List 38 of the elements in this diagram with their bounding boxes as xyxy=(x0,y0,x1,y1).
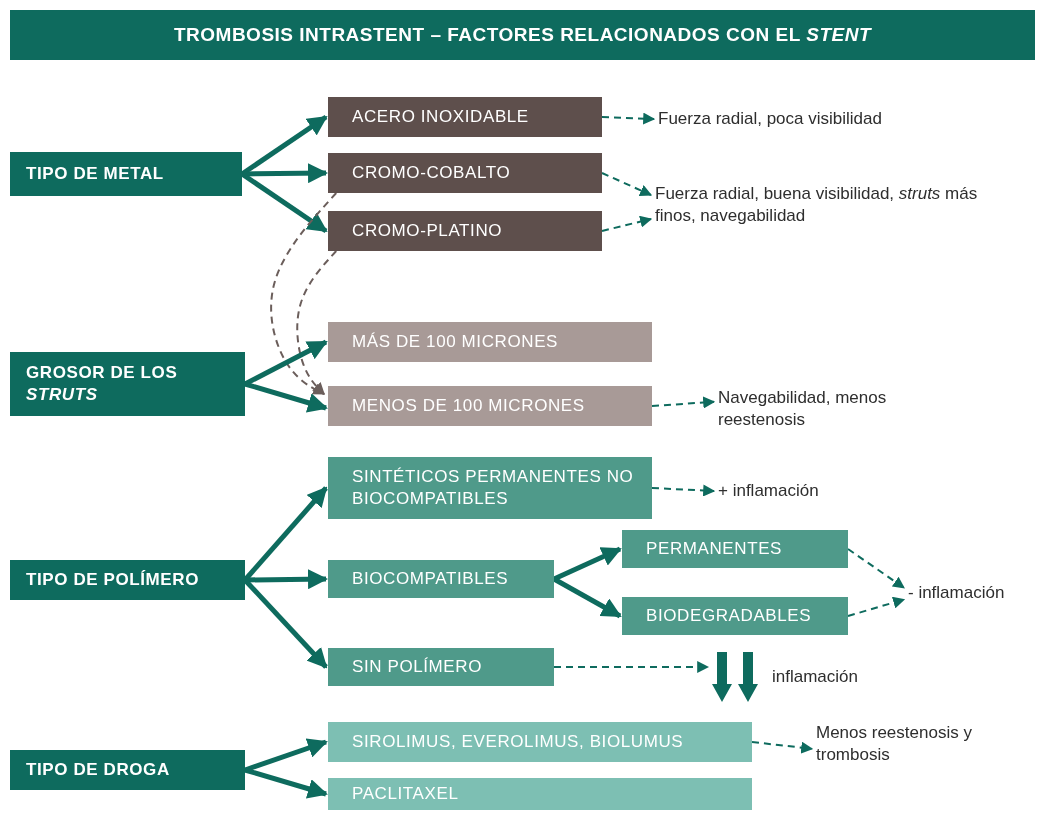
category-box: TIPO DE POLÍMERO xyxy=(10,560,245,600)
category-box: TIPO DE DROGA xyxy=(10,750,245,790)
category-box: TIPO DE METAL xyxy=(10,152,242,196)
outcome-text: - inflamación xyxy=(908,580,1045,606)
polymer-box: SIN POLÍMERO xyxy=(328,648,554,686)
dashed-arrow xyxy=(651,484,716,497)
outcome-text: Menos reestenosis y trombosis xyxy=(816,720,1036,768)
dashed-arrow xyxy=(601,215,653,232)
dashed-arrow xyxy=(270,192,338,395)
thickness-box: MENOS DE 100 MICRONES xyxy=(328,386,652,426)
dashed-arrow xyxy=(553,661,710,673)
material-box: CROMO-COBALTO xyxy=(328,153,602,193)
material-box: CROMO-PLATINO xyxy=(328,211,602,251)
outcome-text: + inflamación xyxy=(718,478,888,504)
dashed-arrow xyxy=(296,250,338,395)
drug-box: PACLITAXEL xyxy=(328,778,752,810)
title-banner: TROMBOSIS INTRASTENT – FACTORES RELACIONADOS CON EL STENT xyxy=(10,10,1035,60)
drug-box: SIROLIMUS, EVEROLIMUS, BIOLUMUS xyxy=(328,722,752,762)
category-box: GROSOR DE LOS STRUTS xyxy=(10,352,245,416)
dashed-arrow xyxy=(601,172,653,197)
dashed-arrow xyxy=(601,112,656,125)
arrow xyxy=(244,767,328,799)
polymer-box: SINTÉTICOS PERMANENTES NO BIOCOMPATIBLES xyxy=(328,457,652,519)
arrow xyxy=(244,738,328,773)
outcome-text: Fuerza radial, poca visibilidad xyxy=(658,106,998,132)
arrow xyxy=(244,381,328,413)
thickness-box: MÁS DE 100 MICRONES xyxy=(328,322,652,362)
dashed-arrow xyxy=(651,396,716,409)
polymer-box: BIOCOMPATIBLES xyxy=(328,560,554,598)
dashed-arrow xyxy=(847,596,906,617)
polymer-box: PERMANENTES xyxy=(622,530,848,568)
polymer-box: BIODEGRADABLES xyxy=(622,597,848,635)
dashed-arrow xyxy=(847,548,905,589)
outcome-text: Fuerza radial, buena visibilidad, struts más finos, navegabilidad xyxy=(655,180,1015,230)
material-box: ACERO INOXIDABLE xyxy=(328,97,602,137)
outcome-text: Navegabilidad, menos reestenosis xyxy=(718,385,928,433)
effect-text: inflamación xyxy=(772,665,858,688)
dashed-arrow xyxy=(751,741,814,754)
